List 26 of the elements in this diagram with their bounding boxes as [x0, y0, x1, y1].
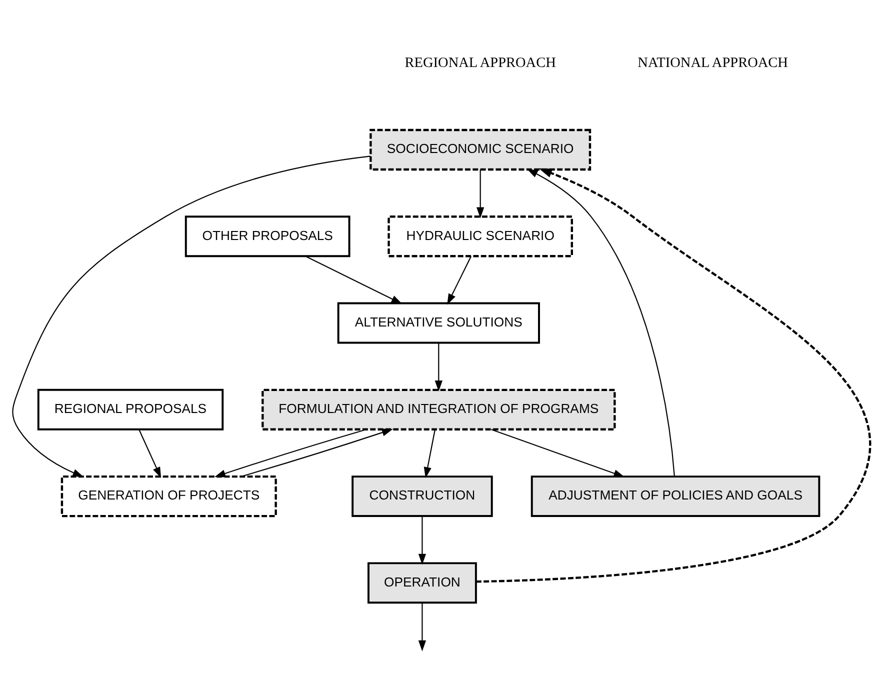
label: NATIONAL APPROACH — [638, 54, 788, 70]
arrow — [418, 602, 426, 651]
arrow — [424, 428, 436, 478]
node-box: HYDRAULIC SCENARIO — [388, 215, 573, 257]
arrow — [434, 342, 442, 392]
node-box: FORMULATION AND INTEGRATION OF PROGRAMS — [262, 388, 616, 430]
arrow — [447, 255, 472, 304]
arrow — [240, 428, 393, 477]
arrow — [476, 169, 484, 218]
arrow — [12, 155, 371, 477]
node-box: OTHER PROPOSALS — [184, 215, 350, 257]
node-box: SOCIOECONOMIC SCENARIO — [370, 128, 592, 170]
arrow — [305, 255, 402, 304]
node-box: ADJUSTMENT OF POLICIES AND GOALS — [530, 475, 820, 517]
label: REGIONAL APPROACH — [404, 54, 556, 70]
node-box: GENERATION OF PROJECTS — [60, 474, 277, 517]
node-box: ALTERNATIVE SOLUTIONS — [337, 302, 540, 344]
arrow — [214, 428, 366, 477]
arrow — [476, 168, 870, 582]
arrow — [138, 428, 162, 478]
node-box: REGIONAL PROPOSALS — [37, 388, 224, 430]
arrow — [491, 428, 625, 477]
arrow — [418, 516, 426, 564]
node-box: CONSTRUCTION — [352, 475, 493, 517]
node-box: OPERATION — [367, 562, 477, 604]
arrow — [526, 168, 675, 476]
